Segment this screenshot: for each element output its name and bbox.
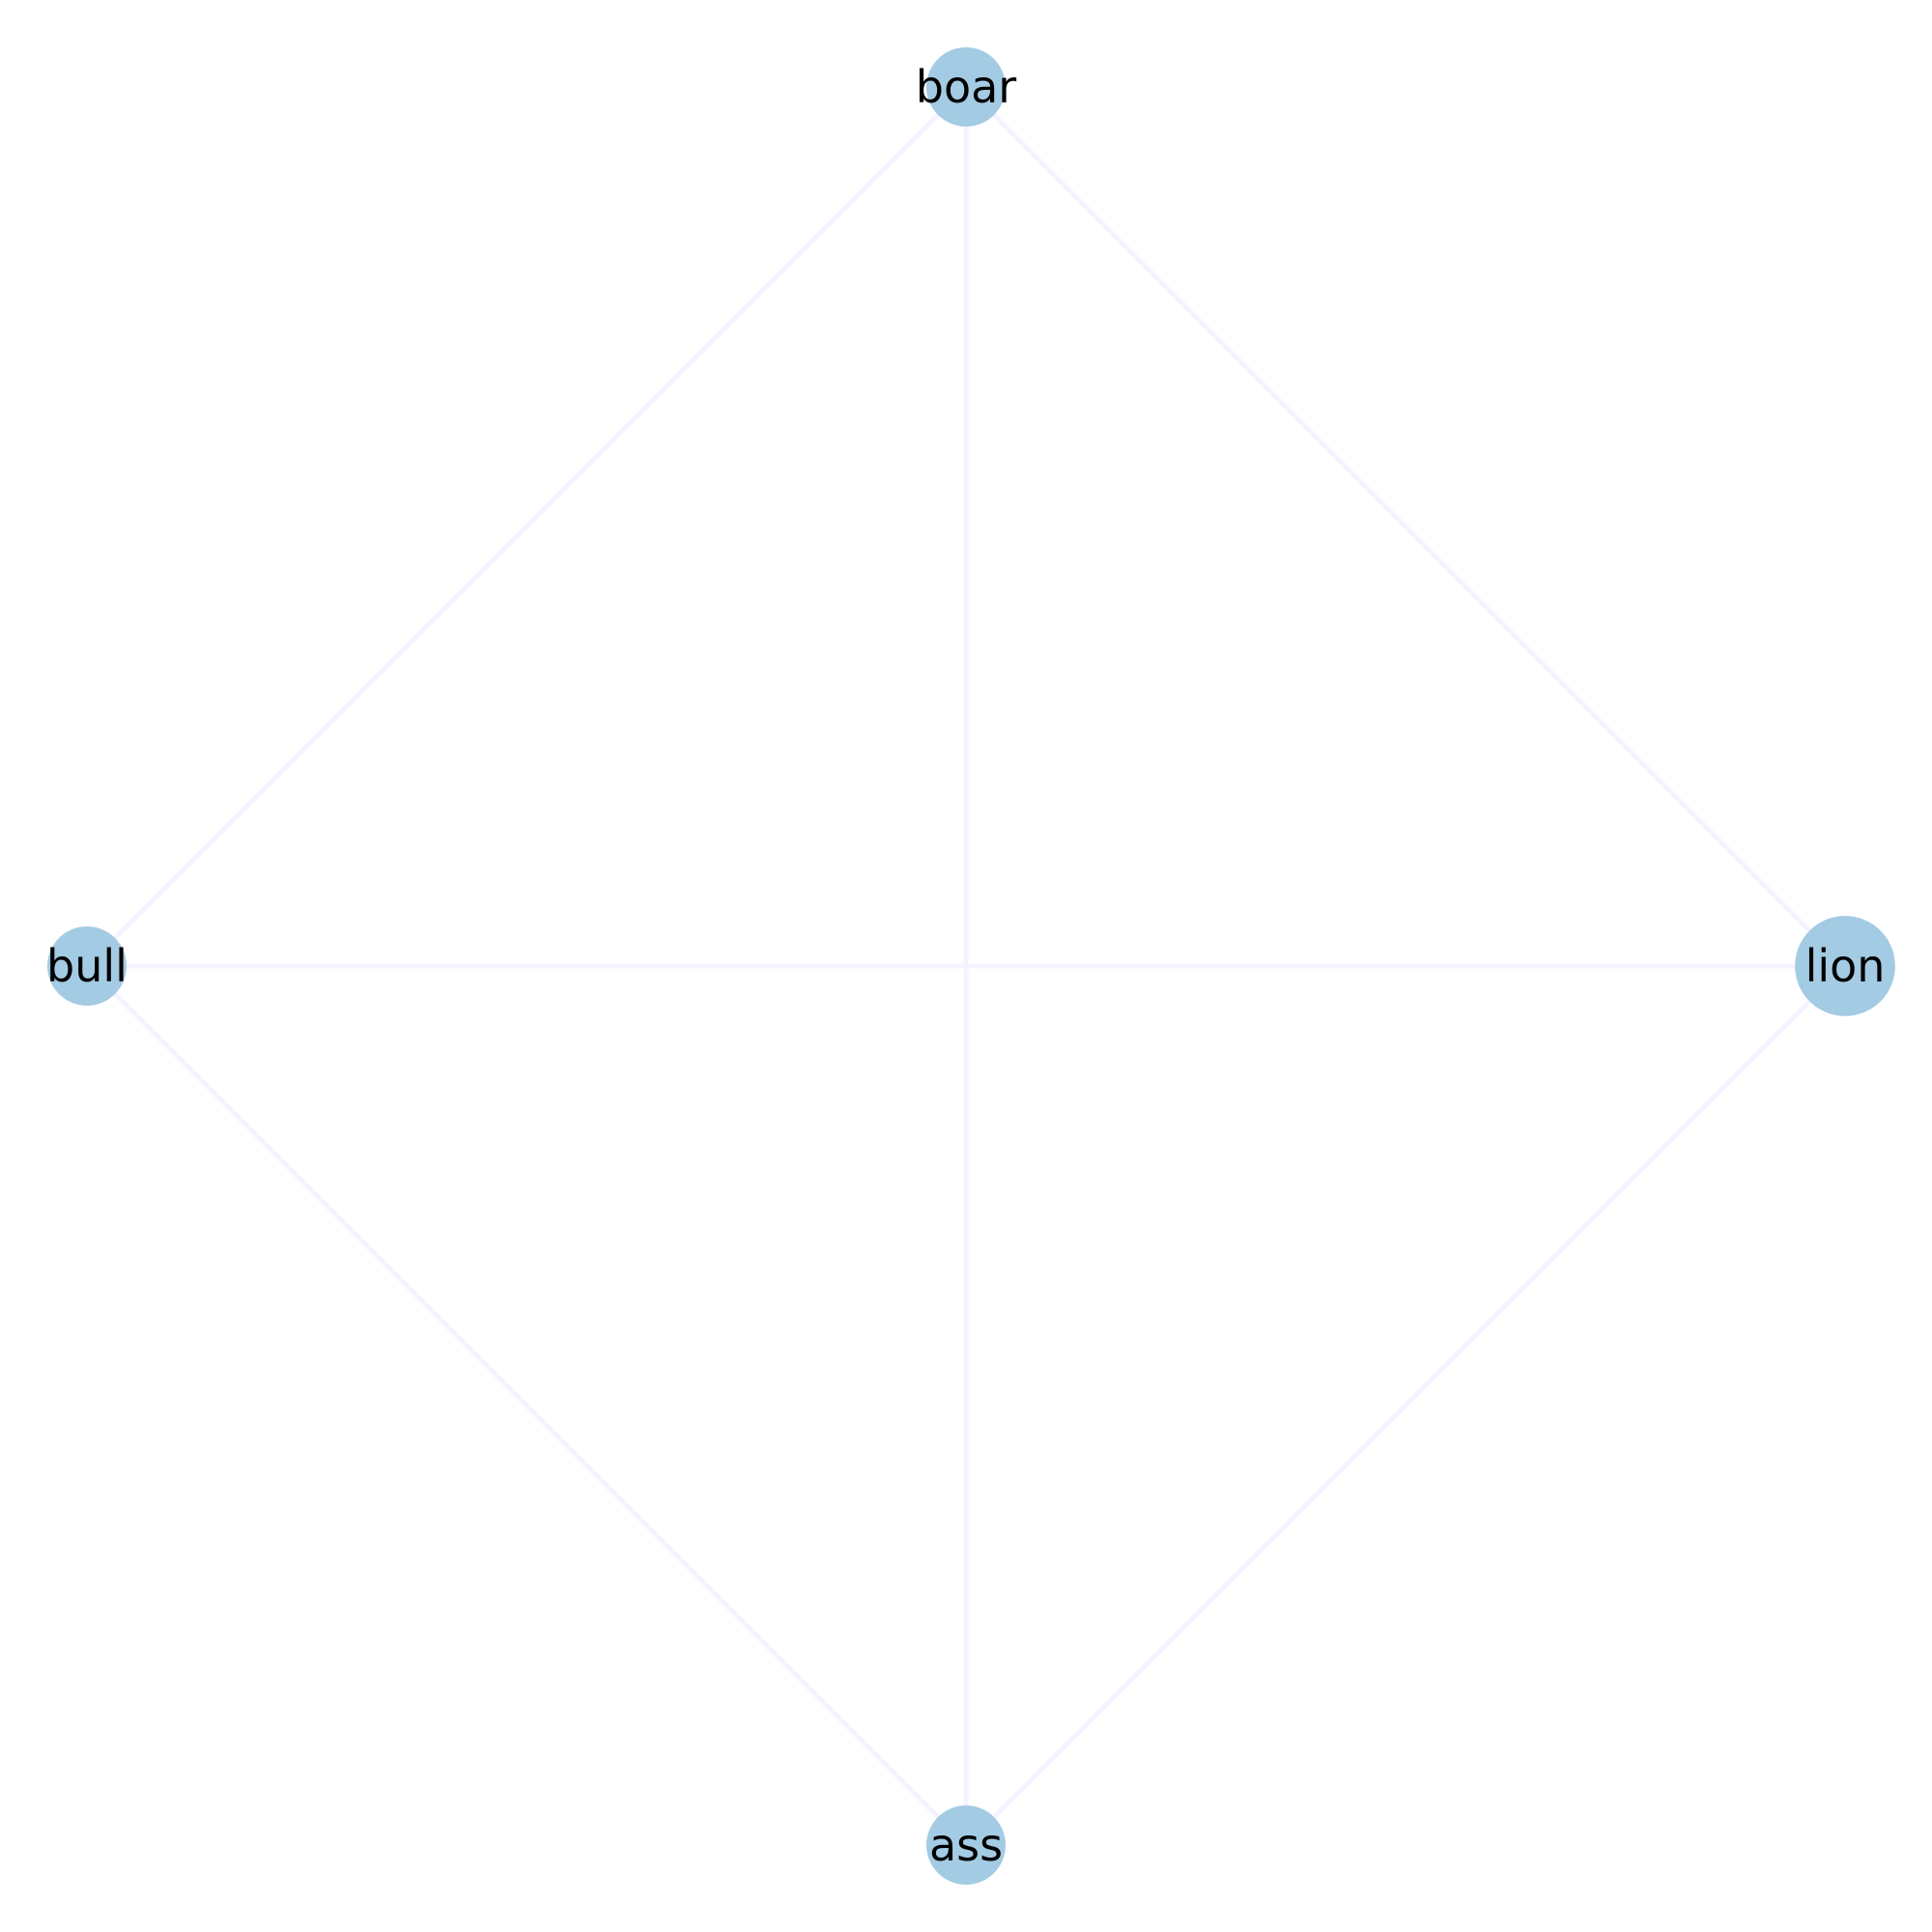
node-ass[interactable]: ass (926, 1805, 1006, 1885)
node-circle-ass (926, 1805, 1006, 1885)
nodes-layer: boar bull lion ass (46, 47, 1895, 1885)
node-circle-lion (1795, 916, 1895, 1016)
node-label-lion: lion (1805, 940, 1886, 992)
edge-lion-ass (964, 964, 1847, 1847)
node-bull[interactable]: bull (46, 926, 128, 1006)
node-lion[interactable]: lion (1795, 916, 1895, 1016)
edge-boar-lion (964, 85, 1847, 968)
edge-bull-ass (85, 964, 968, 1847)
node-circle-boar (926, 47, 1006, 127)
node-circle-bull (47, 926, 127, 1006)
edge-boar-bull (85, 85, 968, 968)
edges-layer (85, 85, 1847, 1847)
node-label-bull: bull (46, 940, 128, 992)
node-boar[interactable]: boar (916, 47, 1017, 127)
node-label-ass: ass (929, 1819, 1003, 1871)
node-label-boar: boar (916, 61, 1017, 113)
